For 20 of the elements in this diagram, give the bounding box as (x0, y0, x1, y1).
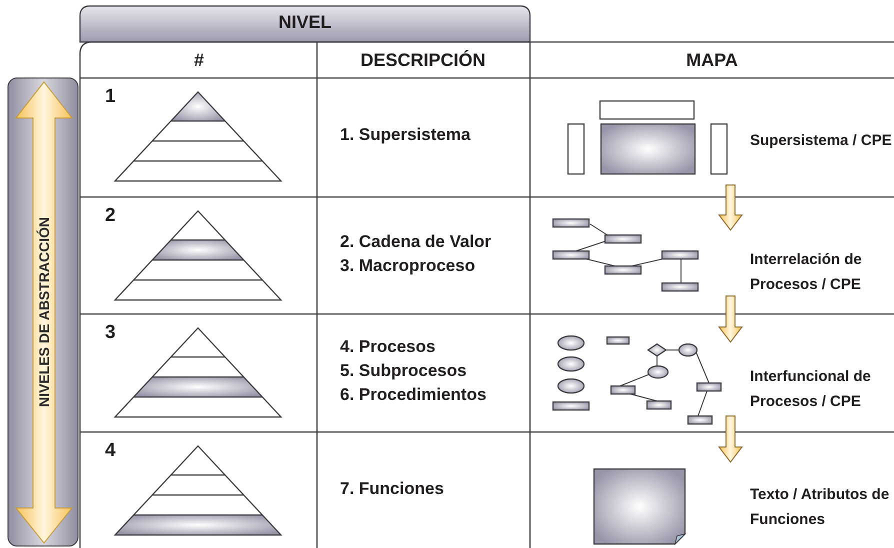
map-label: Texto / Atributos de Funciones (750, 485, 890, 530)
map-label: Supersistema / CPE (750, 131, 892, 151)
level-number: 3 (105, 322, 116, 344)
axis-label: NIVELES DE ABSTRACCIÓN (36, 216, 52, 408)
level-number: 4 (105, 440, 116, 462)
level-description: 5. Subprocesos (340, 361, 467, 381)
level-description: 2. Cadena de Valor (340, 232, 492, 252)
level-number: 1 (105, 86, 116, 108)
column-header: MAPA (686, 50, 738, 71)
level-number: 2 (105, 205, 116, 227)
column-header: # (194, 50, 204, 71)
level-description: 6. Procedimientos (340, 385, 486, 405)
level-description: 7. Funciones (340, 479, 444, 499)
column-header: DESCRIPCIÓN (360, 50, 486, 71)
map-label: Interrelación de Procesos / CPE (750, 250, 863, 295)
map-label: Interfuncional de Procesos / CPE (750, 367, 872, 412)
level-description: 1. Supersistema (340, 125, 470, 145)
level-description: 4. Procesos (340, 337, 436, 357)
column-header: NIVEL (278, 12, 332, 33)
level-description: 3. Macroproceso (340, 256, 476, 276)
